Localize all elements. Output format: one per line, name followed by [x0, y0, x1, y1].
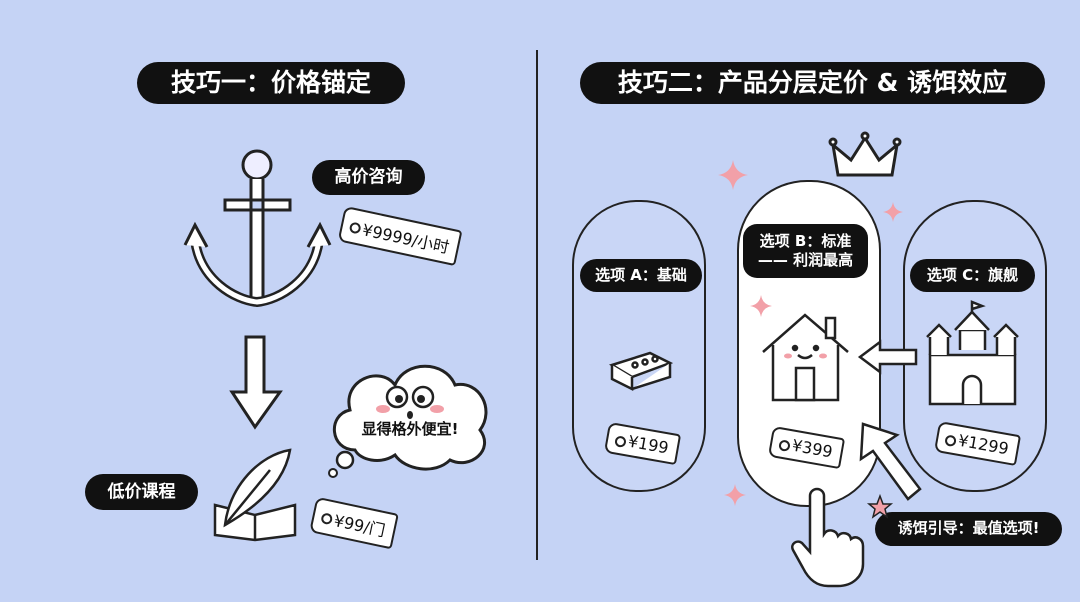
down-arrow-icon [229, 335, 283, 430]
up-left-arrow-icon [859, 422, 922, 501]
left-arrow-icon [857, 339, 918, 375]
low-price-tag: ¥99/门 [309, 496, 399, 550]
sparkle-icon [718, 160, 748, 190]
castle-icon [926, 300, 1019, 406]
brick-icon [608, 351, 674, 392]
anchor-icon [183, 149, 332, 308]
quill-book-icon [213, 448, 297, 542]
option-b-label-line1: 选项 B：标准 [759, 231, 852, 250]
technique-one-title: 技巧一：价格锚定 [137, 62, 405, 104]
sparkle-icon [750, 295, 772, 317]
option-a-label: 选项 A：基础 [580, 259, 702, 292]
pointing-hand-icon [791, 487, 865, 588]
option-c-label: 选项 C：旗舰 [910, 259, 1035, 292]
technique-two-title: 技巧二：产品分层定价 & 诱饵效应 [580, 62, 1045, 104]
star-icon [866, 493, 894, 519]
thought-text: 显得格外便宜! [361, 420, 459, 438]
house-icon [762, 313, 849, 402]
option-b-label-line2: —— 利润最高 [757, 251, 854, 269]
high-price-label: 高价咨询 [312, 160, 425, 195]
divider [536, 50, 538, 560]
sparkle-icon [883, 202, 903, 222]
high-price-tag: ¥9999/小时 [337, 205, 463, 267]
option-b-label: 选项 B：标准—— 利润最高 [743, 224, 868, 278]
low-price-label: 低价课程 [85, 474, 198, 510]
decoy-note: 诱饵引导：最值选项! [875, 512, 1062, 546]
crown-icon [828, 131, 902, 177]
thought-cloud [328, 364, 488, 478]
sparkle-icon [724, 484, 746, 506]
